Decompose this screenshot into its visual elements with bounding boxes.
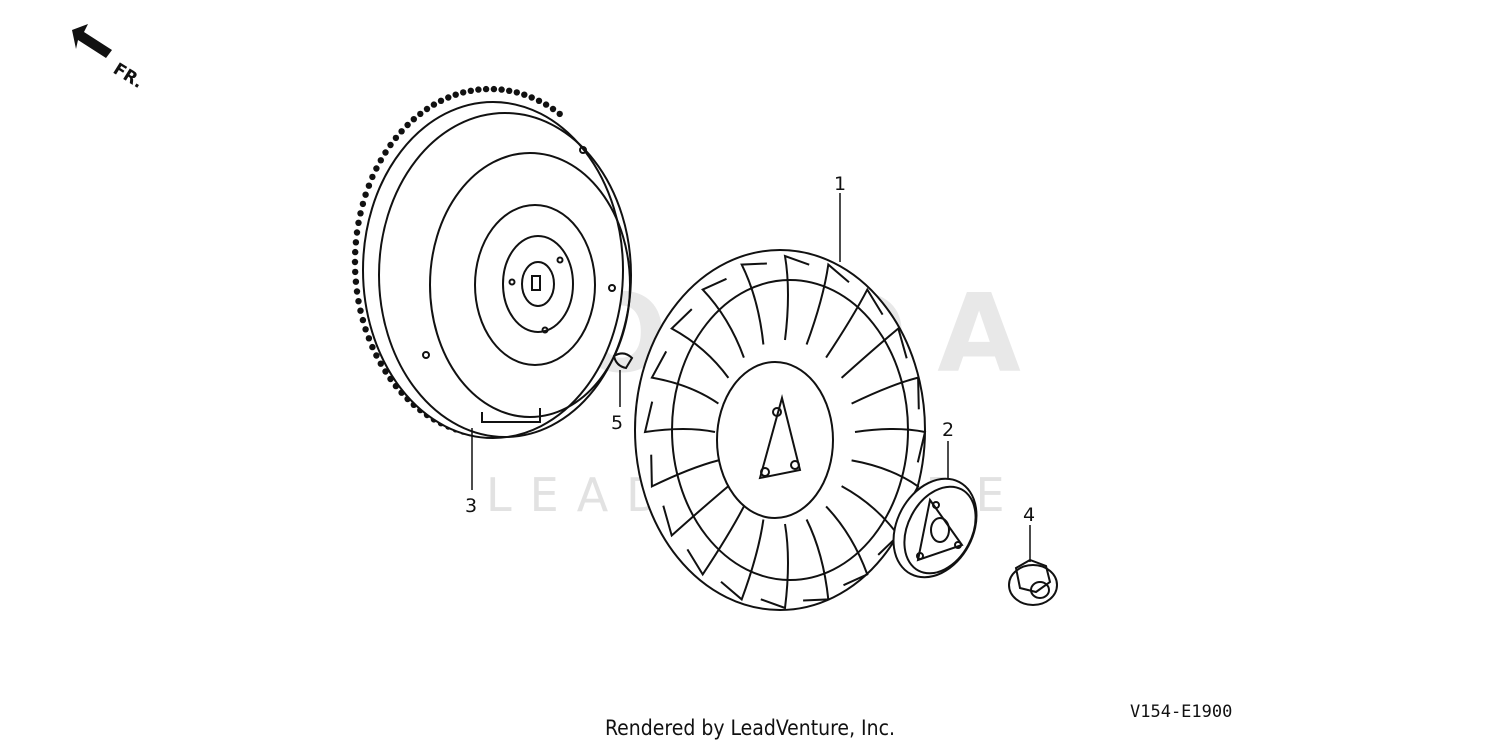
gear-tooth [404,121,411,129]
fan-blade [825,287,884,359]
gear-tooth [392,134,400,142]
fan-blade [840,326,908,379]
gear-tooth [475,86,482,93]
fan-blade [854,428,927,463]
gear-tooth [410,116,417,123]
gear-tooth [498,86,505,93]
cooling-fan-drawing [634,249,927,611]
gear-tooth [373,165,380,172]
footer-credit: Rendered by LeadVenture, Inc. [605,716,895,740]
fan-blade [650,454,719,488]
gear-tooth [417,110,424,118]
gear-tooth [382,368,389,375]
gear-tooth [359,200,367,208]
woodruff-key-drawing [612,352,634,370]
gear-tooth [353,288,361,295]
callout-1: 1 [834,173,846,195]
gear-tooth [556,110,563,118]
gear-tooth [521,91,528,98]
gear-tooth [423,105,431,113]
fan-blade [851,376,920,410]
callout-5: 5 [611,412,623,434]
gear-tooth [352,278,360,285]
gear-tooth [351,258,359,266]
gear-tooth [490,85,498,93]
fan-blade [670,308,730,379]
gear-tooth [482,85,490,93]
fan-washer-drawing [892,477,978,579]
gear-tooth [467,87,474,95]
gear-tooth [373,352,380,359]
gear-tooth [542,101,550,108]
gear-tooth [506,87,513,95]
gear-tooth [352,248,359,256]
fan-blade [783,254,810,341]
diagram-code: V154-E1900 [1130,702,1233,722]
gear-tooth [430,101,438,108]
gear-tooth [365,335,373,342]
gear-tooth [535,97,543,105]
fan-blade [851,459,920,514]
callout-3: 3 [465,495,477,517]
gear-tooth [445,94,452,101]
gear-tooth [352,239,360,246]
gear-tooth [377,157,384,164]
fan-blade [650,350,719,405]
flange-nut-drawing [1008,558,1058,606]
gear-tooth [513,89,520,96]
gear-tooth [382,149,389,156]
fan-blade [643,401,716,434]
fan-blade [686,505,745,577]
gear-tooth [353,229,361,236]
front-direction-arrow-icon [72,24,112,58]
leader-lines [471,193,1031,562]
fan-blade [803,519,830,602]
fan-blade [662,485,730,538]
gear-tooth [357,307,364,314]
fan-blade [825,505,869,587]
gear-tooth [362,326,369,333]
gear-tooth [452,91,459,98]
callout-4: 4 [1023,504,1035,526]
gear-tooth [369,343,376,351]
gear-tooth [355,219,362,226]
gear-tooth [549,105,557,113]
gear-tooth [352,268,359,276]
fan-blade [760,523,789,610]
callout-2: 2 [942,419,954,441]
gear-tooth [359,316,367,324]
gear-tooth [369,173,376,181]
direction-label: FR. [109,59,146,93]
gear-tooth [437,97,445,105]
gear-tooth [365,182,373,189]
gear-tooth [387,141,394,149]
fan-blade [720,519,765,602]
gear-tooth [357,210,364,217]
gear-tooth [362,191,369,198]
gear-tooth [355,298,362,305]
gear-tooth [528,94,535,101]
gear-tooth [377,360,384,367]
fan-blade [805,262,850,345]
gear-tooth [398,128,405,135]
fan-blade [701,277,745,358]
gear-tooth [460,89,467,96]
flywheel-drawing [351,85,632,439]
fan-blade [740,262,767,345]
